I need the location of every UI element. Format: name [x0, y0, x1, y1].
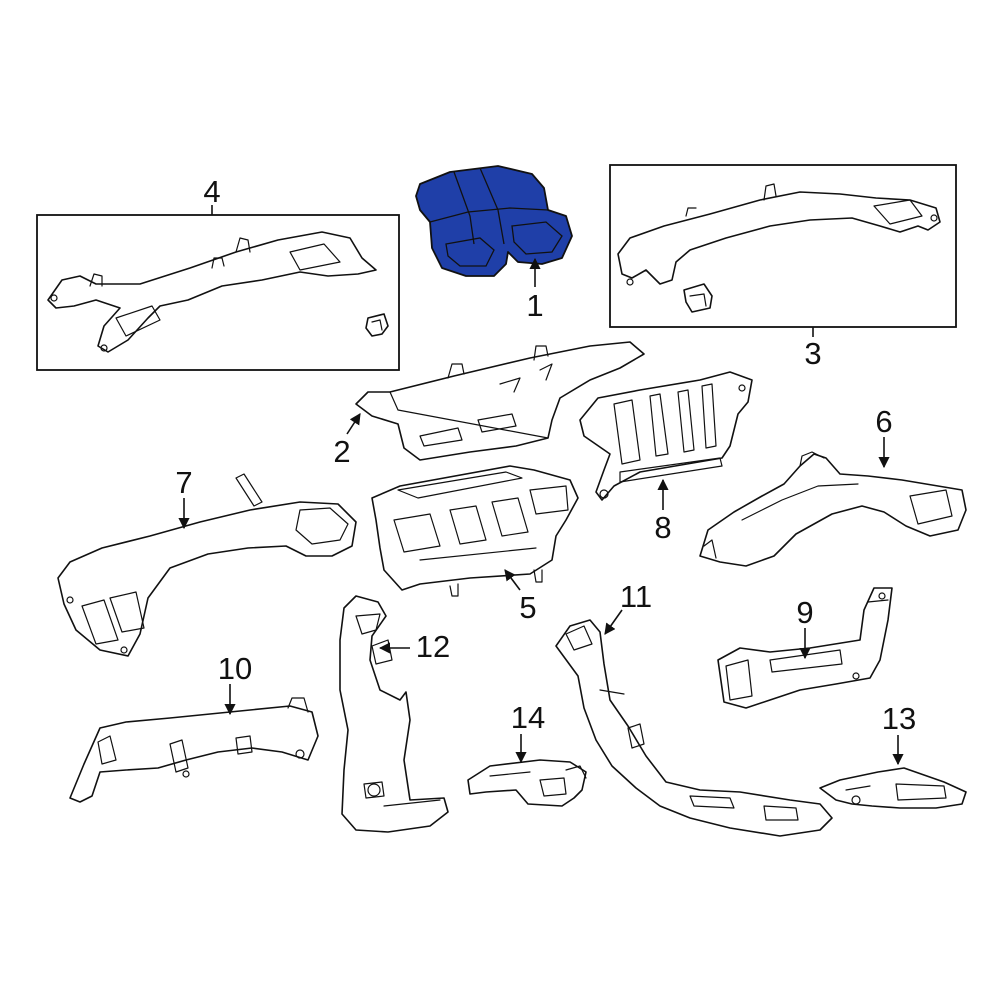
part-3-clip[interactable] [683, 283, 713, 313]
part-4-duct[interactable] [47, 231, 377, 353]
callout-12: 12 [416, 629, 450, 664]
callout-labels: 1 2 3 4 5 6 7 8 9 10 11 12 13 14 [175, 174, 916, 736]
callout-10: 10 [218, 651, 252, 686]
callout-5: 5 [519, 590, 536, 625]
part-7[interactable] [57, 473, 357, 657]
part-1-highlighted[interactable] [415, 165, 573, 277]
part-13[interactable] [819, 767, 967, 809]
part-9[interactable] [717, 587, 893, 709]
part-12[interactable] [339, 595, 449, 833]
callout-8: 8 [654, 510, 671, 545]
callout-13: 13 [882, 701, 916, 736]
part-3-duct[interactable] [617, 183, 941, 286]
group-box-4 [36, 205, 400, 371]
callout-9: 9 [796, 595, 813, 630]
callout-11: 11 [620, 579, 652, 614]
part-8[interactable] [579, 371, 753, 501]
callout-4: 4 [203, 174, 220, 209]
callout-1: 1 [526, 288, 543, 323]
group-box-3 [609, 164, 957, 337]
callout-3: 3 [804, 336, 821, 371]
part-2[interactable] [355, 341, 645, 461]
callout-2: 2 [333, 434, 350, 469]
part-5[interactable] [371, 465, 579, 597]
part-4-clip[interactable] [365, 313, 389, 337]
part-11[interactable] [555, 619, 833, 837]
leader-lines [178, 257, 904, 766]
part-14[interactable] [467, 759, 587, 807]
callout-14: 14 [511, 700, 545, 735]
callout-7: 7 [175, 465, 192, 500]
part-10[interactable] [69, 697, 319, 803]
callout-6: 6 [875, 404, 892, 439]
part-6[interactable] [699, 451, 967, 567]
